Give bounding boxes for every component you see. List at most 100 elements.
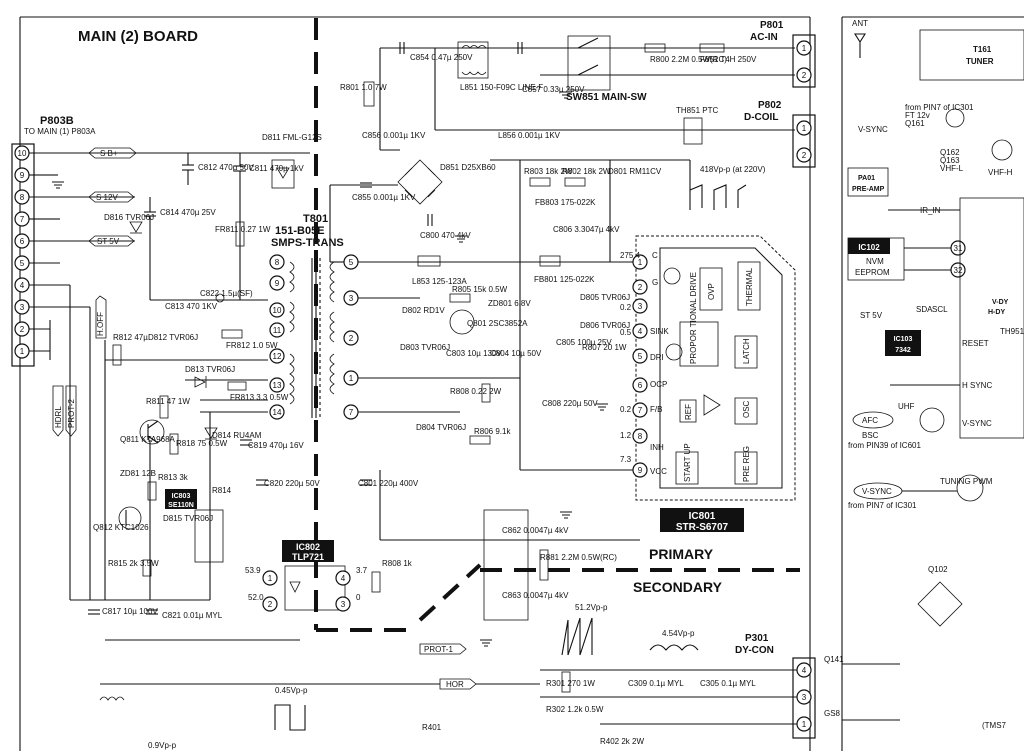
svg-text:C854 0.47µ 250V: C854 0.47µ 250V	[410, 53, 473, 62]
net-label-hdrl: HDRL	[52, 385, 64, 437]
transistor-q811: Q811 KTA968A	[120, 419, 176, 445]
cap-c822: C822 1.5µ(SF)	[200, 289, 253, 303]
svg-text:ZD81 12B: ZD81 12B	[120, 469, 156, 478]
svg-text:0.2: 0.2	[620, 405, 632, 414]
svg-text:H-DY: H-DY	[988, 309, 1005, 316]
cap-c817: C817 10µ 100V	[88, 607, 158, 616]
bridge-d851: D851 D25XB60	[397, 159, 496, 205]
svg-text:ANT: ANT	[852, 19, 868, 28]
p803b-wires	[29, 152, 310, 600]
p803b-pin: 8	[14, 189, 30, 205]
cap-c801: C801 220µ 400V	[358, 479, 419, 488]
resistor-r808b: R808 1k	[371, 559, 413, 593]
svg-text:R807 20 1W: R807 20 1W	[582, 343, 627, 352]
svg-text:10: 10	[273, 306, 282, 315]
svg-text:7: 7	[20, 215, 25, 224]
svg-text:T801: T801	[303, 213, 328, 225]
p803b-name: P803B	[40, 115, 74, 127]
svg-text:NVM: NVM	[866, 257, 884, 266]
resistor-fr813: FR813 3.3 0.5W	[227, 381, 289, 402]
svg-text:0.5: 0.5	[620, 328, 632, 337]
svg-text:OVP: OVP	[707, 283, 716, 300]
p803b-pin: 10	[14, 145, 30, 161]
svg-text:C804 10µ 50V: C804 10µ 50V	[490, 349, 542, 358]
net-label-prot1: PROT-1	[419, 643, 467, 655]
svg-text:D851 D25XB60: D851 D25XB60	[440, 163, 496, 172]
diode-d815: D815 TVR06J	[163, 514, 213, 523]
p803b-pin: 3	[14, 299, 30, 315]
svg-text:1: 1	[268, 574, 273, 583]
svg-text:418Vp-p (at 220V): 418Vp-p (at 220V)	[700, 165, 766, 174]
svg-text:9: 9	[275, 279, 280, 288]
svg-text:9: 9	[20, 171, 25, 180]
diode-d803: D803 TVR06J	[400, 343, 450, 352]
diode-d802: D802 RD1V	[402, 306, 445, 315]
resistor-r815: R815 2k 3.5W	[108, 559, 159, 577]
inductor-l853: L853 125-123A	[412, 255, 467, 286]
svg-text:R402 2k 2W: R402 2k 2W	[600, 737, 644, 746]
cap-c856: C856 0.001µ 1KV	[362, 131, 426, 140]
svg-text:(TMS7: (TMS7	[982, 721, 1007, 730]
fuse-f851: F851 T4H 250V	[699, 43, 757, 64]
inductor-l856: L856 0.001µ 1KV	[498, 131, 561, 140]
svg-text:C: C	[652, 251, 658, 260]
ac-input-wires	[329, 47, 795, 541]
svg-text:D812 TVR06J: D812 TVR06J	[148, 333, 198, 342]
cap-c305: C305 0.1µ MYL	[700, 679, 756, 688]
svg-text:C862 0.0047µ 4kV: C862 0.0047µ 4kV	[502, 526, 569, 535]
left-bus-wires	[70, 185, 300, 641]
svg-text:1: 1	[802, 124, 807, 133]
svg-text:C805 100µ 25V: C805 100µ 25V	[556, 338, 612, 347]
svg-text:C817 10µ 100V: C817 10µ 100V	[102, 607, 158, 616]
svg-text:5: 5	[638, 352, 643, 361]
svg-text:52.0: 52.0	[248, 593, 264, 602]
resistor-r811: R811 47 1W	[146, 395, 190, 419]
svg-text:SW851 MAIN-SW: SW851 MAIN-SW	[566, 92, 647, 103]
svg-text:R805 15k 0.5W: R805 15k 0.5W	[452, 285, 508, 294]
p803b-pin: 1	[14, 343, 30, 359]
ic803-tag: IC803 SE110N	[165, 489, 197, 509]
resistor-r808a: R808 0.22 2W	[450, 383, 502, 403]
svg-text:1: 1	[20, 347, 25, 356]
svg-text:H.OFF: H.OFF	[96, 312, 105, 336]
svg-text:V-SYNC: V-SYNC	[962, 419, 992, 428]
ic802-tag: IC802 TLP721	[282, 540, 334, 562]
svg-text:HOR: HOR	[446, 680, 464, 689]
svg-text:INH: INH	[650, 443, 664, 452]
net-label-s12v: S 12V	[88, 191, 135, 203]
svg-text:R301 270 1W: R301 270 1W	[546, 679, 595, 688]
board-title: MAIN (2) BOARD	[78, 28, 198, 45]
svg-text:31: 31	[954, 244, 963, 253]
diode-d812: D812 TVR06J	[148, 333, 198, 342]
resistor-fr811: FR811 0.27 1W	[215, 221, 271, 247]
resistor-r881: R881 2.2M 0.5W(RC)	[539, 549, 617, 581]
svg-text:AC-IN: AC-IN	[750, 32, 778, 43]
svg-text:EEPROM: EEPROM	[855, 268, 890, 277]
svg-text:REF: REF	[684, 404, 693, 420]
net-label-sb: S B+	[88, 147, 137, 159]
svg-text:3: 3	[638, 302, 643, 311]
ic102-tag: IC102	[848, 238, 890, 254]
svg-text:Q811 KTA968A: Q811 KTA968A	[120, 435, 176, 444]
svg-text:H SYNC: H SYNC	[962, 381, 992, 390]
resistor-r800: R800 2.2M 0.5W(RC)	[644, 43, 727, 64]
svg-text:4: 4	[638, 327, 643, 336]
svg-text:L853 125-123A: L853 125-123A	[412, 277, 467, 286]
cap-c812: C812 470µ 50V	[182, 153, 254, 185]
svg-text:T161: T161	[973, 45, 992, 54]
svg-text:ST 5V: ST 5V	[97, 237, 120, 246]
waveform-045vpp: 0.45Vp-p	[274, 686, 308, 731]
svg-text:R814: R814	[212, 486, 232, 495]
cap-c804: C804 10µ 50V	[490, 349, 542, 358]
svg-text:Q812 KTC1026: Q812 KTC1026	[93, 523, 149, 532]
waveform-418vpp: 418Vp-p (at 220V)	[689, 165, 766, 210]
svg-text:5: 5	[349, 258, 354, 267]
svg-text:D814 RU4AM: D814 RU4AM	[212, 431, 262, 440]
svg-text:9: 9	[638, 466, 643, 475]
svg-text:8: 8	[275, 258, 280, 267]
resistor-fr812: FR812 1.0 5W	[221, 329, 278, 350]
ic103-tag: IC103 7342	[885, 330, 921, 356]
transistor-q812: Q812 KTC1026	[93, 506, 149, 532]
thermistor-th851: TH851 PTC	[676, 106, 718, 145]
cap-c857: C857 0.33µ 250V	[517, 42, 585, 94]
